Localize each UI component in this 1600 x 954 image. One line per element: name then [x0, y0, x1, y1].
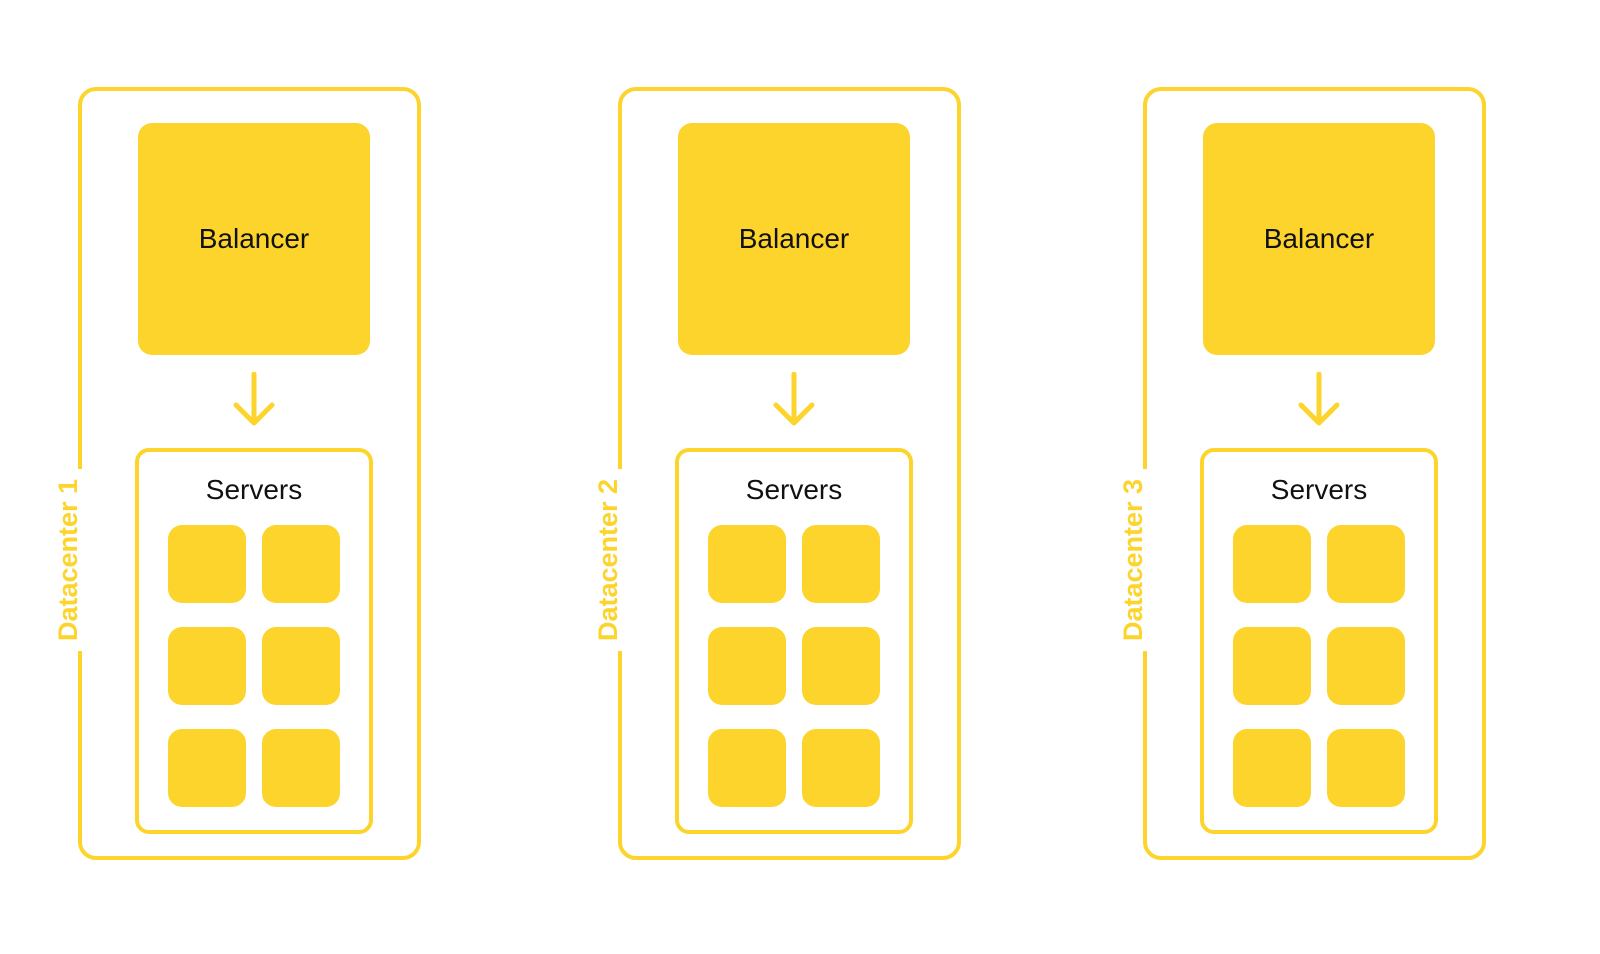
datacenter-label: Datacenter 1: [52, 468, 84, 652]
balancer-label: Balancer: [198, 223, 310, 254]
server-node: [1327, 525, 1405, 603]
server-node: [168, 627, 246, 705]
servers-group: Servers: [675, 448, 913, 834]
server-node: [1233, 627, 1311, 705]
server-node: [802, 729, 880, 807]
servers-group: Servers: [135, 448, 373, 834]
server-node: [168, 525, 246, 603]
arrow-down-icon: [773, 372, 815, 426]
servers-label: Servers: [1270, 474, 1368, 505]
balancer-label: Balancer: [1263, 223, 1375, 254]
balancer-box: Balancer: [678, 123, 910, 355]
server-node: [1327, 729, 1405, 807]
server-node: [1233, 729, 1311, 807]
balancer-box: Balancer: [138, 123, 370, 355]
server-node: [262, 525, 340, 603]
balancer-box: Balancer: [1203, 123, 1435, 355]
server-node: [708, 627, 786, 705]
server-node: [708, 729, 786, 807]
datacenter-label: Datacenter 2: [592, 468, 624, 652]
datacenter-label: Datacenter 3: [1117, 468, 1149, 652]
arrow-down-icon: [1298, 372, 1340, 426]
server-node: [802, 525, 880, 603]
arrow-down-icon: [233, 372, 275, 426]
server-node: [168, 729, 246, 807]
servers-group: Servers: [1200, 448, 1438, 834]
server-node: [708, 525, 786, 603]
server-node: [262, 627, 340, 705]
servers-label: Servers: [745, 474, 843, 505]
server-node: [802, 627, 880, 705]
datacenter-2: Datacenter 2 Balancer Servers: [592, 87, 961, 860]
datacenter-1: Datacenter 1 Balancer Servers: [52, 87, 421, 860]
balancer-label: Balancer: [738, 223, 850, 254]
server-node: [1233, 525, 1311, 603]
datacenter-3: Datacenter 3 Balancer Servers: [1117, 87, 1486, 860]
server-node: [262, 729, 340, 807]
servers-label: Servers: [205, 474, 303, 505]
server-node: [1327, 627, 1405, 705]
